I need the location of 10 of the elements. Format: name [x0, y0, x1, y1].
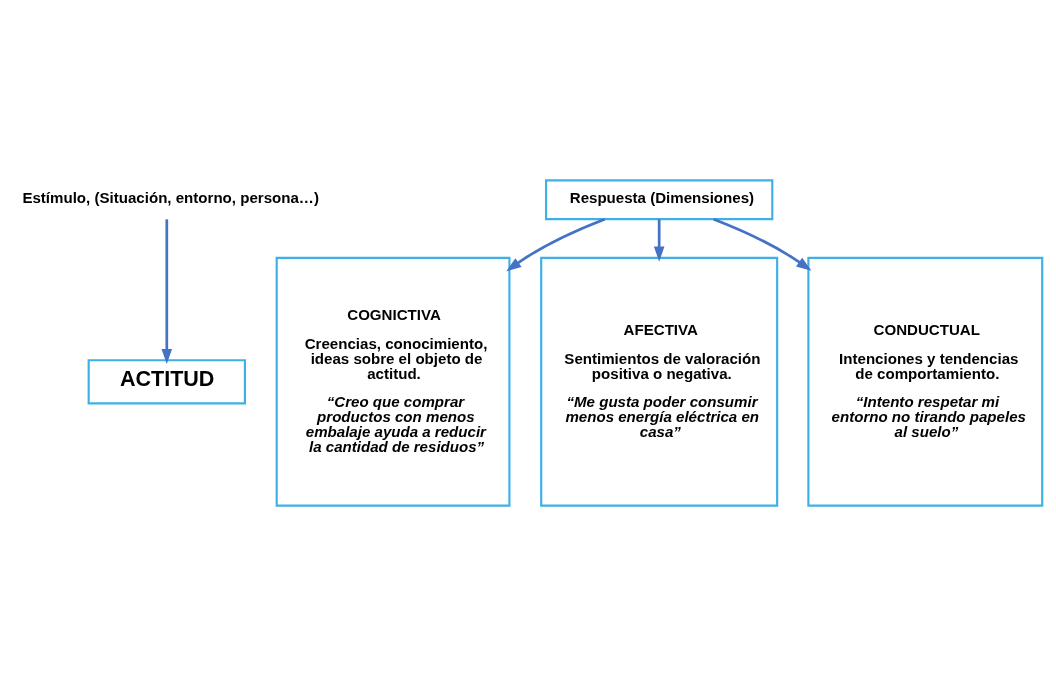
node-text: Estímulo, (Situación, entorno, persona…) — [22, 188, 319, 206]
node-box: COGNICTIVA Creencias, conocimiento, ideas sobre el objeto de actitud. “Creo que comprar productos con menos embalaje ayuda a reducir la cantidad de residuos” — [275, 256, 511, 507]
node-box: AFECTIVA Sentimientos de valoración positiva o negativa. “Me gusta poder consumir menos energía eléctrica en casa” — [540, 256, 779, 507]
arrow — [653, 219, 665, 262]
node-box: Respuesta (Dimensiones) — [544, 179, 774, 221]
arrow — [713, 217, 812, 271]
arrow — [161, 219, 173, 365]
node-box: CONDUCTUAL Intenciones y tendencias de comportamiento. “Intento respetar mi entorno no tirando papeles al suelo” — [807, 256, 1044, 507]
arrow — [506, 217, 606, 272]
node-box: ACTITUD — [87, 359, 246, 405]
